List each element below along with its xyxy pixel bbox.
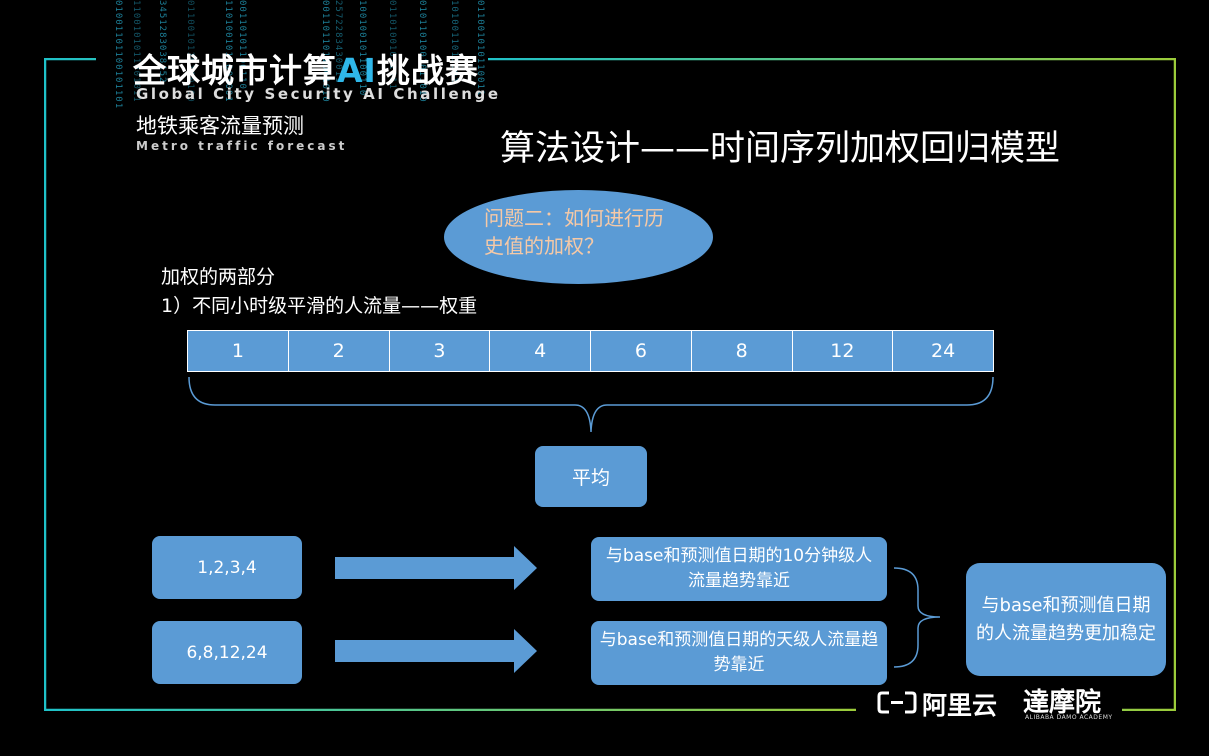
logo-title-ai: AI (337, 51, 377, 90)
question-text: 问题二：如何进行历史值的加权？ (484, 206, 664, 258)
slide-title: 算法设计——时间序列加权回归模型 (500, 129, 1061, 169)
hour-cell: 12 (792, 331, 894, 371)
hour-cell: 2 (288, 331, 390, 371)
average-box: 平均 (535, 446, 647, 507)
table-brace (188, 376, 994, 433)
challenge-logo-title: 全球城市计算AI挑战赛 (133, 44, 479, 92)
final-stable-trend: 与base和预测值日期的人流量趋势更加稳定 (966, 563, 1166, 676)
hour-cell: 4 (490, 331, 591, 371)
arrow-group2 (335, 629, 537, 673)
challenge-subtitle-english: Metro traffic forecast (136, 139, 348, 153)
question-ellipse: 问题二：如何进行历史值的加权？ (444, 190, 713, 284)
logo-title-post: 挑战赛 (376, 51, 479, 90)
logo-title-pre: 全球城市计算 (133, 51, 337, 90)
weighting-heading: 加权的两部分 (161, 266, 276, 288)
arrow-group1 (335, 546, 537, 590)
damo-academy-english: ALIBABA DAMO ACADEMY (1025, 714, 1113, 721)
hour-group-short: 1,2,3,4 (152, 536, 302, 599)
hour-cell: 6 (591, 331, 692, 371)
hour-cell: 24 (893, 331, 993, 371)
result-10min-trend: 与base和预测值日期的10分钟级人流量趋势靠近 (591, 537, 887, 601)
hour-cell: 8 (691, 331, 793, 371)
damo-academy-logo: 達摩院 (1023, 688, 1102, 718)
challenge-logo-english: Global City Security AI Challenge (136, 85, 501, 103)
hour-group-long: 6,8,12,24 (152, 621, 302, 684)
aliyun-brand-text: 阿里云 (922, 691, 998, 720)
results-brace (893, 567, 941, 668)
result-daily-trend: 与base和预测值日期的天级人流量趋势靠近 (591, 621, 887, 685)
hour-cell: 1 (188, 331, 289, 371)
weighting-part-one: 1）不同小时级平滑的人流量——权重 (161, 295, 478, 317)
hour-cell: 3 (389, 331, 491, 371)
challenge-subtitle: 地铁乘客流量预测 (136, 114, 304, 138)
hour-window-table: 1 2 3 4 6 8 12 24 (187, 330, 994, 372)
aliyun-logo-icon (877, 691, 917, 714)
